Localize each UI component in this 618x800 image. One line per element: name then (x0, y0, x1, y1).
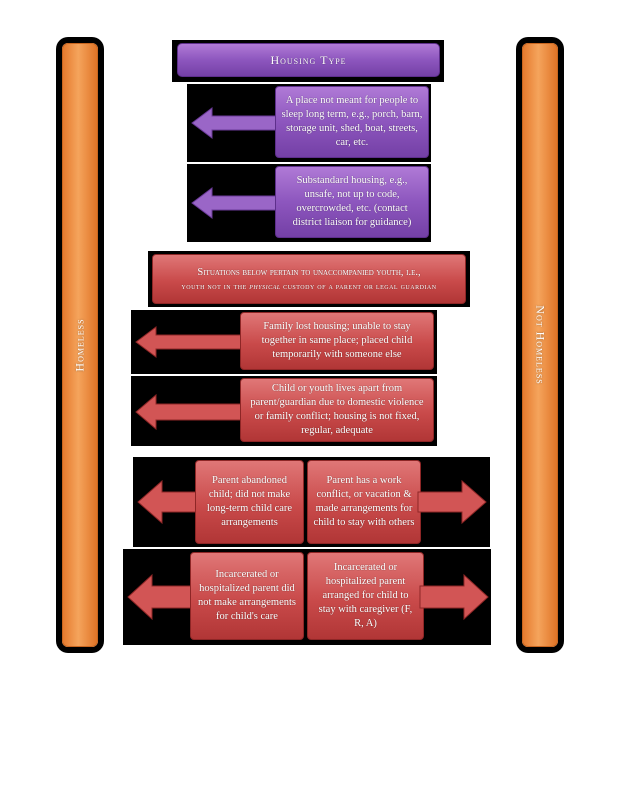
youth-box-lives-apart: Child or youth lives apart from parent/g… (240, 378, 434, 442)
not-homeless-label: Not Homeless (533, 305, 548, 385)
homeless-bar: Homeless (62, 43, 98, 647)
not-homeless-bar: Not Homeless (522, 43, 558, 647)
youth-box-family-lost-housing: Family lost housing; unable to stay toge… (240, 312, 434, 370)
left-arrow-icon (135, 393, 249, 431)
left-arrow-icon (191, 187, 283, 219)
pair-box-incarcerated-caregiver: Incarcerated or hospitalized parent arra… (307, 552, 424, 640)
pair-box-work-conflict: Parent has a work conflict, or vacation … (307, 460, 421, 544)
right-arrow-icon (417, 479, 487, 525)
situations-line-2: youth not in the physical custody of a p… (181, 281, 437, 291)
homeless-label: Homeless (72, 318, 87, 372)
situations-line-1: Situations below pertain to unaccompanie… (197, 267, 421, 279)
housing-type-title: Housing Type (177, 43, 440, 77)
left-arrow-icon (135, 326, 249, 358)
housing-box-substandard: Substandard housing, e.g., unsafe, not u… (275, 166, 429, 238)
pair-box-abandoned: Parent abandoned child; did not make lon… (195, 460, 304, 544)
left-arrow-icon (191, 107, 283, 139)
situations-header: Situations below pertain to unaccompanie… (152, 254, 466, 304)
housing-box-place-not-meant: A place not meant for people to sleep lo… (275, 86, 429, 158)
right-arrow-icon (419, 573, 489, 621)
pair-box-incarcerated-no-arrangement: Incarcerated or hospitalized parent did … (190, 552, 304, 640)
